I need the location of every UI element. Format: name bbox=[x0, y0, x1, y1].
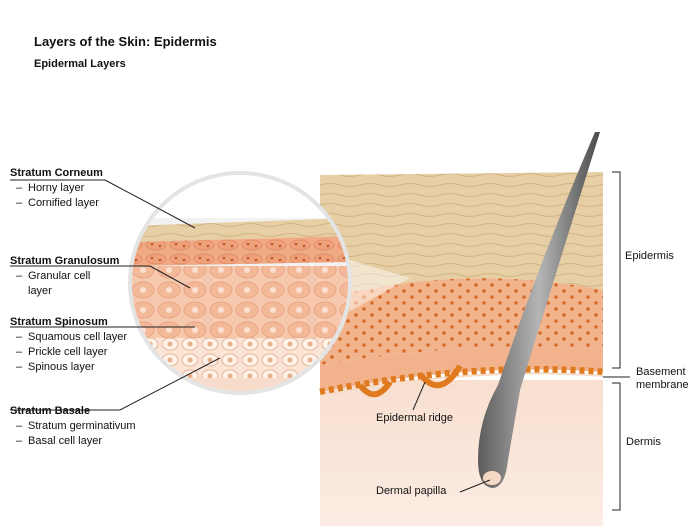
layer-name: Stratum Granulosum bbox=[10, 255, 120, 267]
basement-membrane-line bbox=[319, 372, 604, 397]
dermis-label: Dermis bbox=[626, 436, 661, 448]
layer-subname: Squamous cell layer bbox=[28, 331, 128, 343]
basal-cell-row bbox=[319, 366, 604, 396]
skin-cross-section bbox=[300, 172, 604, 526]
layer-subname: layer bbox=[28, 285, 52, 297]
layer-subname: Horny layer bbox=[28, 182, 85, 194]
magnified-view bbox=[128, 171, 352, 395]
layer-label-spinosum: Stratum Spinosum –Squamous cell layer –P… bbox=[10, 316, 128, 373]
dermal-papilla-label: Dermal papilla bbox=[376, 485, 447, 497]
layer-name: Stratum Corneum bbox=[10, 167, 103, 179]
epidermal-ridge-label: Epidermal ridge bbox=[376, 412, 454, 424]
leader-lines bbox=[10, 171, 630, 511]
page-subtitle: Epidermal Layers bbox=[34, 58, 126, 70]
layer-subname: Spinous layer bbox=[28, 361, 95, 373]
layer-name: Stratum Basale bbox=[10, 405, 91, 417]
basement-membrane-label: Basement membrane bbox=[636, 366, 689, 392]
epidermis-label: Epidermis bbox=[625, 250, 674, 262]
dermis-layer bbox=[320, 380, 603, 526]
layer-label-basale: Stratum Basale –Stratum germinativum –Ba… bbox=[10, 405, 136, 447]
page-title: Layers of the Skin: Epidermis bbox=[34, 34, 217, 49]
corneum-band bbox=[320, 172, 603, 300]
layer-subname: Granular cell bbox=[28, 270, 91, 282]
layer-label-granulosum: Stratum Granulosum –Granular cell layer bbox=[10, 255, 120, 297]
basement-membrane-line2: membrane bbox=[636, 379, 689, 391]
layer-subname: Cornified layer bbox=[28, 197, 99, 209]
dermal-papilla-shape bbox=[483, 471, 501, 485]
layer-subname: Basal cell layer bbox=[28, 435, 102, 447]
layer-name: Stratum Spinosum bbox=[10, 316, 108, 328]
layer-subname: Prickle cell layer bbox=[28, 346, 108, 358]
layer-subname: Stratum germinativum bbox=[28, 420, 136, 432]
spinous-band bbox=[320, 347, 603, 392]
basement-membrane-line1: Basement bbox=[636, 366, 686, 378]
layer-label-corneum: Stratum Corneum –Horny layer –Cornified … bbox=[10, 167, 103, 209]
